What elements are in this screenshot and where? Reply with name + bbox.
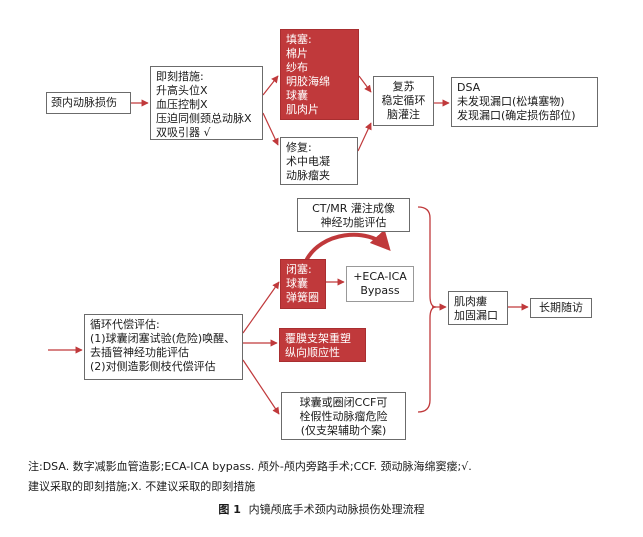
- ctmr-item: 神经功能评估: [320, 216, 387, 229]
- ccf-item: 栓假性动脉瘤危险: [299, 410, 388, 423]
- packing-box: 填塞: 棉片 纱布 明胶海绵 球囊 肌肉片: [280, 29, 359, 120]
- immediate-title: 即刻措施:: [156, 70, 204, 83]
- dsa-item: 发现漏口(确定损伤部位): [457, 109, 576, 122]
- dsa-item: 未发现漏口(松填塞物): [457, 95, 565, 108]
- arrow-immediate-packing: [262, 75, 279, 96]
- circulation-title: 循环代偿评估:: [90, 318, 160, 331]
- dsa-item: DSA: [457, 81, 481, 94]
- covered-stent-box: 覆膜支架重塑 纵向顺应性: [279, 328, 366, 362]
- curved-arrow-occlusion-ctmr: [304, 229, 391, 262]
- arrow-repair-resus: [357, 122, 372, 152]
- footnote-line-2: 建议采取的即刻措施;X. 不建议采取的即刻措施: [28, 480, 256, 493]
- immediate-item: 血压控制X: [156, 98, 208, 111]
- circulation-item: (2)对侧造影侧枝代偿评估: [90, 360, 216, 373]
- circulation-box: 循环代偿评估: (1)球囊闭塞试验(危险)唤醒、 去插管神经功能评估 (2)对侧…: [84, 314, 243, 380]
- ct-mr-box: CT/MR 灌注成像 神经功能评估: [297, 198, 410, 232]
- injury-label: 颈内动脉损伤: [51, 96, 117, 109]
- stent-item: 纵向顺应性: [285, 346, 340, 359]
- followup-label: 长期随访: [539, 301, 583, 314]
- ccf-box: 球囊或圈闭CCF可 栓假性动脉瘤危险 (仅支架辅助个案): [281, 392, 406, 440]
- packing-item: 肌肉片: [286, 103, 319, 116]
- bypass-box: +ECA-ICA Bypass: [346, 266, 414, 302]
- ccf-item: (仅支架辅助个案): [300, 424, 387, 437]
- figure-caption: 图 1 内镜颅底手术颈内动脉损伤处理流程: [0, 501, 643, 517]
- muscle-box: 肌肉瘻 加固漏口: [448, 291, 508, 325]
- injury-box: 颈内动脉损伤: [46, 92, 131, 114]
- packing-title: 填塞:: [286, 33, 312, 46]
- packing-item: 球囊: [286, 89, 308, 102]
- circulation-item: (1)球囊闭塞试验(危险)唤醒、: [90, 332, 236, 345]
- immediate-item: 升高头位X: [156, 84, 208, 97]
- muscle-item: 肌肉瘻: [454, 295, 487, 308]
- repair-item: 动脉瘤夹: [286, 169, 330, 182]
- bypass-item: Bypass: [360, 284, 400, 297]
- ctmr-item: CT/MR 灌注成像: [312, 202, 395, 215]
- immediate-item: 双吸引器 √: [156, 126, 211, 139]
- followup-box: 长期随访: [530, 298, 592, 318]
- footnote-line-1: 注:DSA. 数字减影血管造影;ECA-ICA bypass. 颅外-颅内旁路手…: [28, 460, 472, 473]
- immediate-measures-box: 即刻措施: 升高头位X 血压控制X 压迫同侧颈总动脉X 双吸引器 √: [150, 66, 263, 140]
- bypass-item: +ECA-ICA: [353, 270, 407, 283]
- resus-item: 稳定循环: [381, 94, 426, 107]
- repair-item: 术中电凝: [286, 155, 330, 168]
- ccf-item: 球囊或圈闭CCF可: [299, 396, 388, 409]
- resus-item: 复苏: [392, 80, 415, 93]
- arrow-packing-resus: [358, 75, 372, 93]
- right-brace: [417, 206, 437, 413]
- repair-title: 修复:: [286, 141, 312, 154]
- figure-title: 内镜颅底手术颈内动脉损伤处理流程: [248, 503, 425, 516]
- arrow-immediate-repair: [262, 112, 279, 146]
- packing-item: 纱布: [286, 61, 308, 74]
- packing-item: 棉片: [286, 47, 308, 60]
- muscle-item: 加固漏口: [454, 309, 498, 322]
- dsa-box: DSA 未发现漏口(松填塞物) 发现漏口(确定损伤部位): [451, 77, 598, 127]
- occlusion-item: 弹簧圈: [286, 291, 319, 304]
- circulation-item: 去插管神经功能评估: [90, 346, 189, 359]
- occlusion-box: 闭塞: 球囊 弹簧圈: [280, 259, 326, 309]
- immediate-item: 压迫同侧颈总动脉X: [156, 112, 252, 125]
- figure-label: 图 1: [218, 503, 241, 516]
- arrow-circ-occlusion: [242, 281, 280, 334]
- arrow-circ-ccf: [242, 359, 280, 415]
- stent-item: 覆膜支架重塑: [285, 332, 351, 345]
- occlusion-item: 球囊: [286, 277, 308, 290]
- repair-box: 修复: 术中电凝 动脉瘤夹: [280, 137, 358, 185]
- packing-item: 明胶海绵: [286, 75, 330, 88]
- occlusion-title: 闭塞:: [286, 263, 312, 276]
- resuscitation-box: 复苏 稳定循环 脑灌注: [373, 76, 434, 126]
- resus-item: 脑灌注: [387, 108, 420, 121]
